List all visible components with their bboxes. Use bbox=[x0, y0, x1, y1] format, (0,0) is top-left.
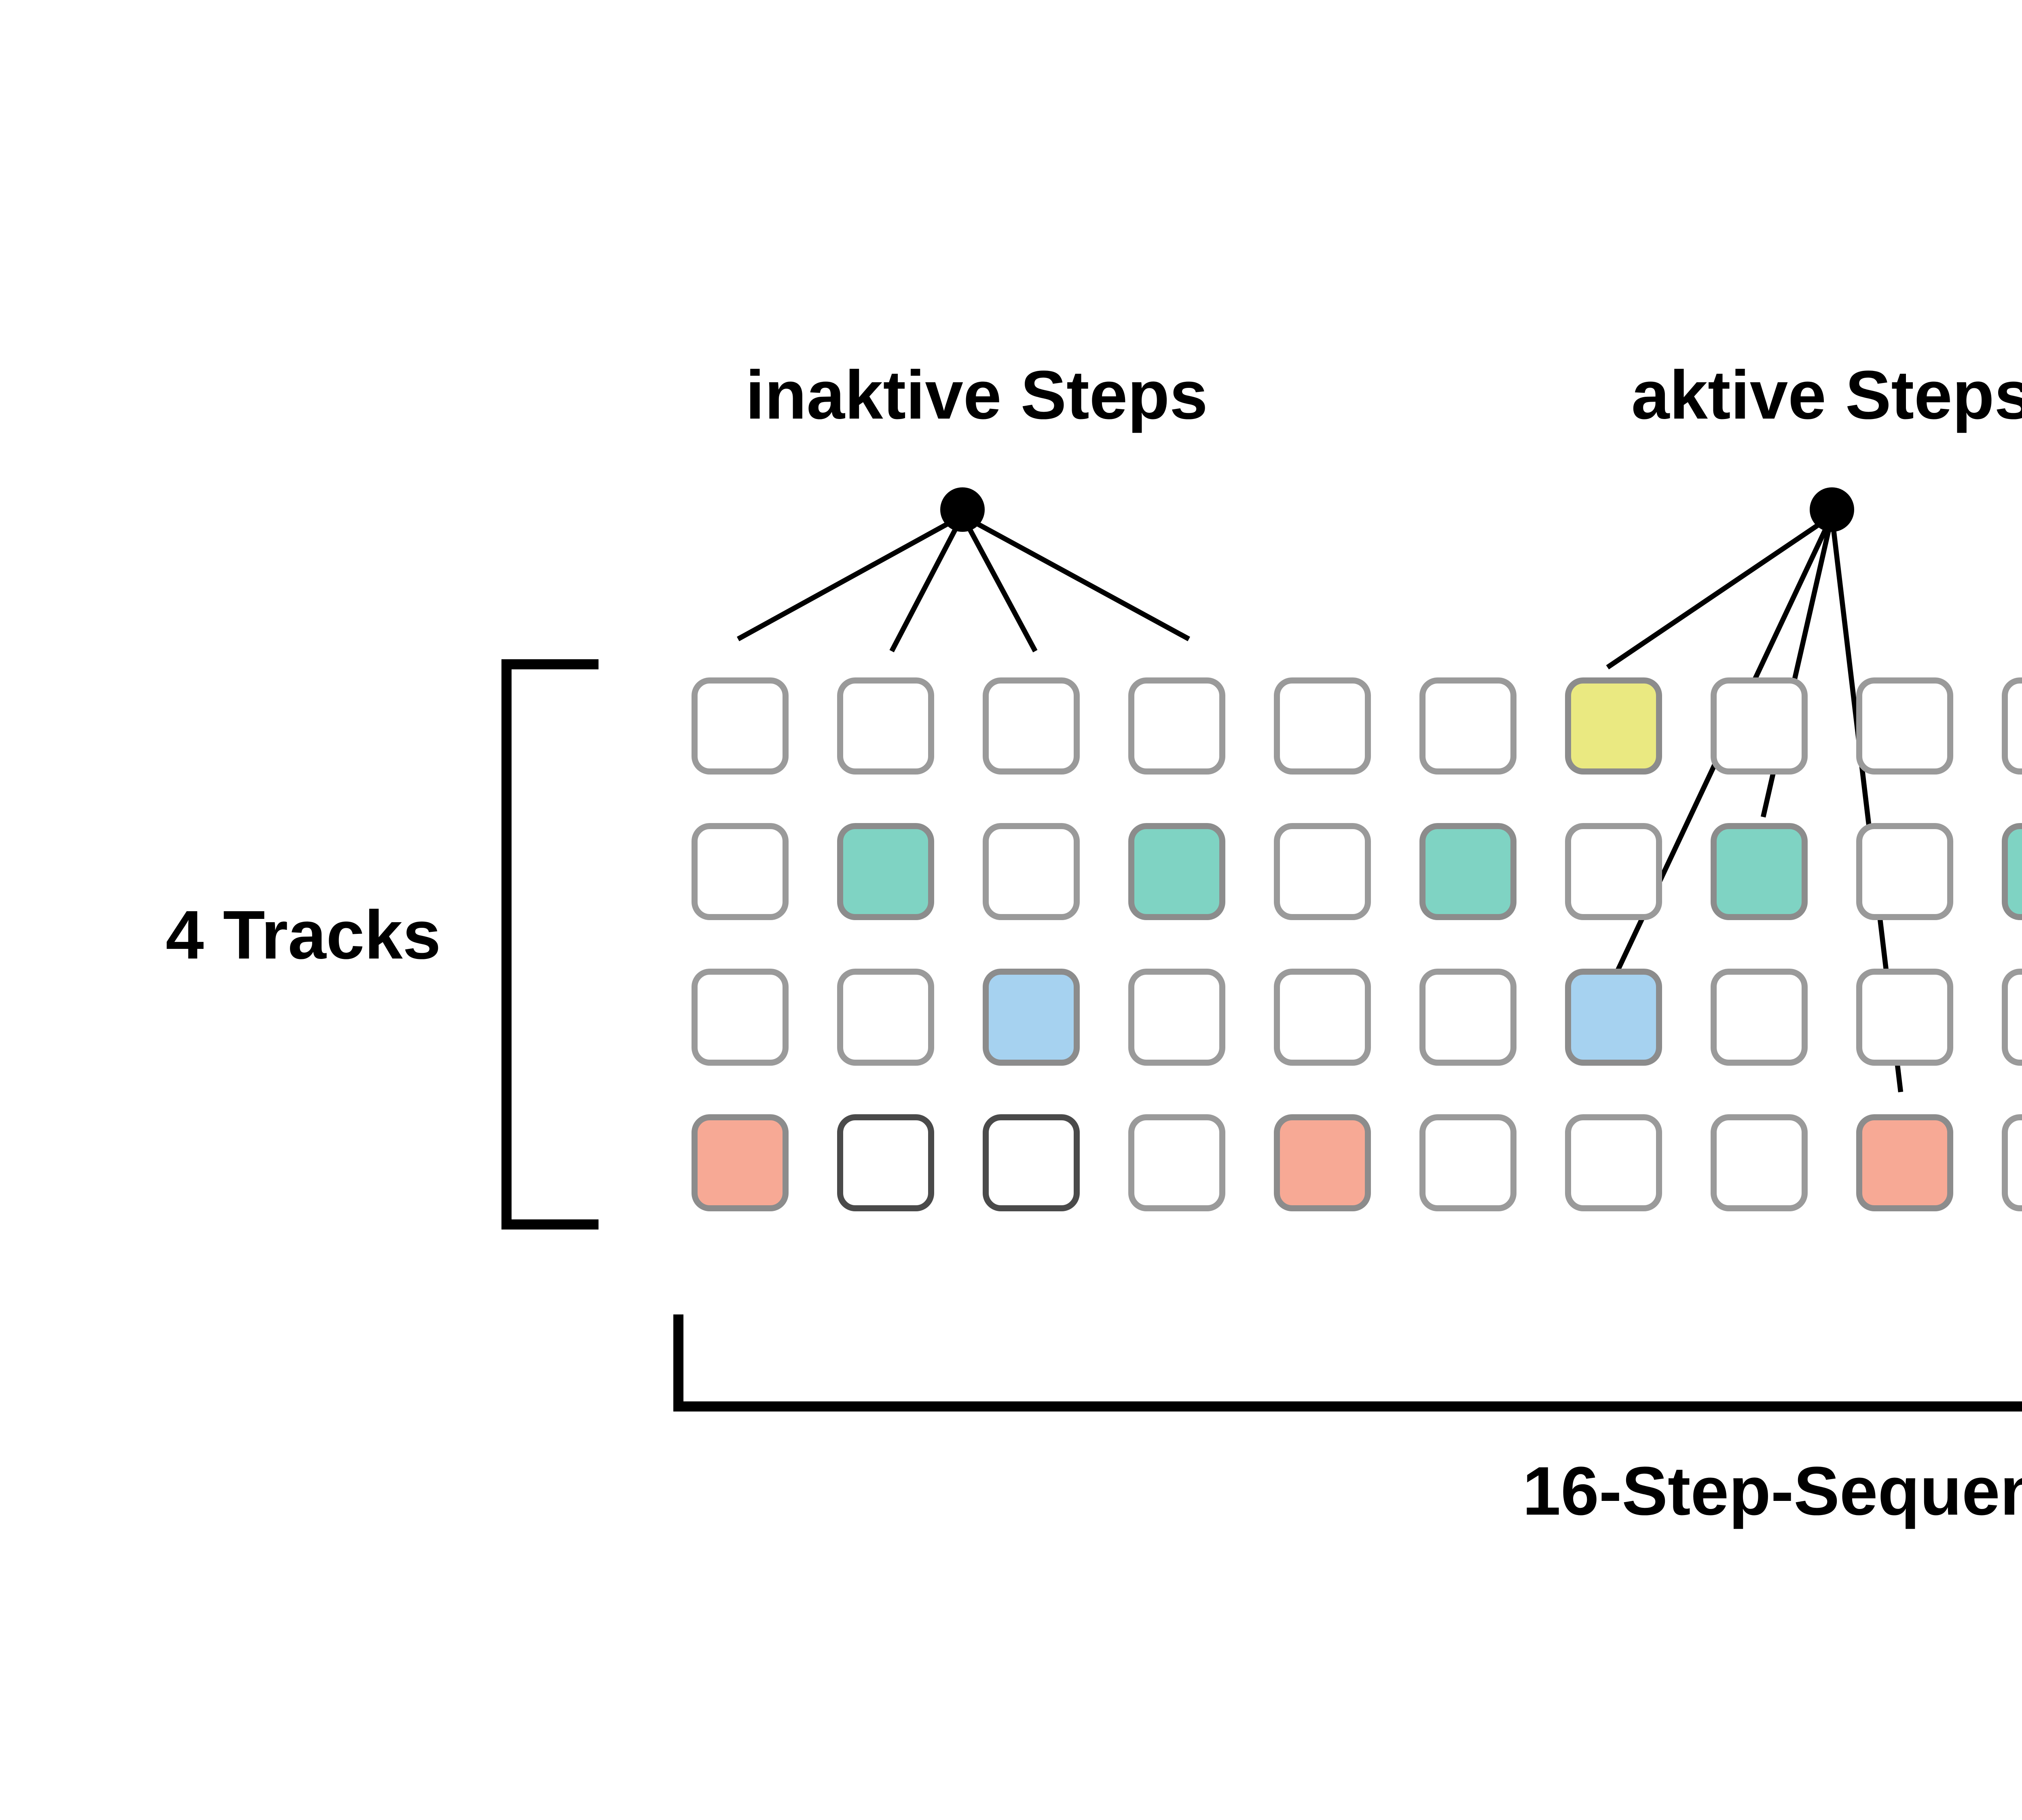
step-3-7-active bbox=[1565, 969, 1662, 1066]
step-2-3-inactive bbox=[983, 823, 1080, 920]
step-2-5-inactive bbox=[1274, 823, 1371, 920]
step-4-9-active bbox=[1856, 1114, 1953, 1211]
step-1-5-inactive bbox=[1274, 677, 1371, 775]
step-1-6-inactive bbox=[1419, 677, 1516, 775]
active-pointer-line bbox=[1606, 513, 1834, 670]
sequencer-title-label: 16-Step-Sequenzer bbox=[1522, 1454, 2022, 1531]
step-3-1-inactive bbox=[692, 969, 789, 1066]
step-2-9-inactive bbox=[1856, 823, 1953, 920]
inactive-steps-label: inaktive Steps bbox=[745, 358, 1208, 435]
step-2-10-active bbox=[2002, 823, 2022, 920]
step-4-5-active bbox=[1274, 1114, 1371, 1211]
step-3-6-inactive bbox=[1419, 969, 1516, 1066]
step-1-4-inactive bbox=[1128, 677, 1225, 775]
step-4-7-inactive bbox=[1565, 1114, 1662, 1211]
step-4-3-inactive bbox=[983, 1114, 1080, 1211]
step-4-1-active bbox=[692, 1114, 789, 1211]
step-3-5-inactive bbox=[1274, 969, 1371, 1066]
step-1-10-inactive bbox=[2002, 677, 2022, 775]
tracks-bracket bbox=[501, 659, 599, 1230]
step-4-10-inactive bbox=[2002, 1114, 2022, 1211]
step-2-4-active bbox=[1128, 823, 1225, 920]
inactive-pointer-line bbox=[960, 514, 1038, 652]
step-3-4-inactive bbox=[1128, 969, 1225, 1066]
step-3-9-inactive bbox=[1856, 969, 1953, 1066]
step-1-2-inactive bbox=[837, 677, 934, 775]
step-1-1-inactive bbox=[692, 677, 789, 775]
step-4-8-inactive bbox=[1711, 1114, 1808, 1211]
inactive-pointer-dot bbox=[940, 487, 985, 532]
step-4-2-inactive bbox=[837, 1114, 934, 1211]
track-row-1 bbox=[692, 677, 2022, 775]
step-4-4-inactive bbox=[1128, 1114, 1225, 1211]
step-2-1-inactive bbox=[692, 823, 789, 920]
step-3-10-inactive bbox=[2002, 969, 2022, 1066]
step-1-8-inactive bbox=[1711, 677, 1808, 775]
step-3-3-active bbox=[983, 969, 1080, 1066]
inactive-pointer-line bbox=[736, 513, 964, 641]
track-row-2 bbox=[692, 823, 2022, 920]
track-row-3 bbox=[692, 969, 2022, 1066]
active-steps-label: aktive Steps bbox=[1631, 358, 2022, 435]
inactive-pointer-line bbox=[889, 514, 965, 652]
step-1-7-active bbox=[1565, 677, 1662, 775]
inactive-pointer-line bbox=[961, 513, 1190, 641]
step-2-7-inactive bbox=[1565, 823, 1662, 920]
step-2-8-active bbox=[1711, 823, 1808, 920]
step-4-6-inactive bbox=[1419, 1114, 1516, 1211]
step-3-8-inactive bbox=[1711, 969, 1808, 1066]
sequencer-grid bbox=[692, 677, 2022, 1211]
step-2-6-active bbox=[1419, 823, 1516, 920]
active-pointer-dot bbox=[1810, 487, 1854, 532]
tracks-count-label: 4 Tracks bbox=[165, 898, 441, 975]
step-2-2-active bbox=[837, 823, 934, 920]
step-1-9-inactive bbox=[1856, 677, 1953, 775]
track-row-4 bbox=[692, 1114, 2022, 1211]
step-1-3-inactive bbox=[983, 677, 1080, 775]
sequencer-bracket bbox=[673, 1314, 2022, 1412]
step-3-2-inactive bbox=[837, 969, 934, 1066]
